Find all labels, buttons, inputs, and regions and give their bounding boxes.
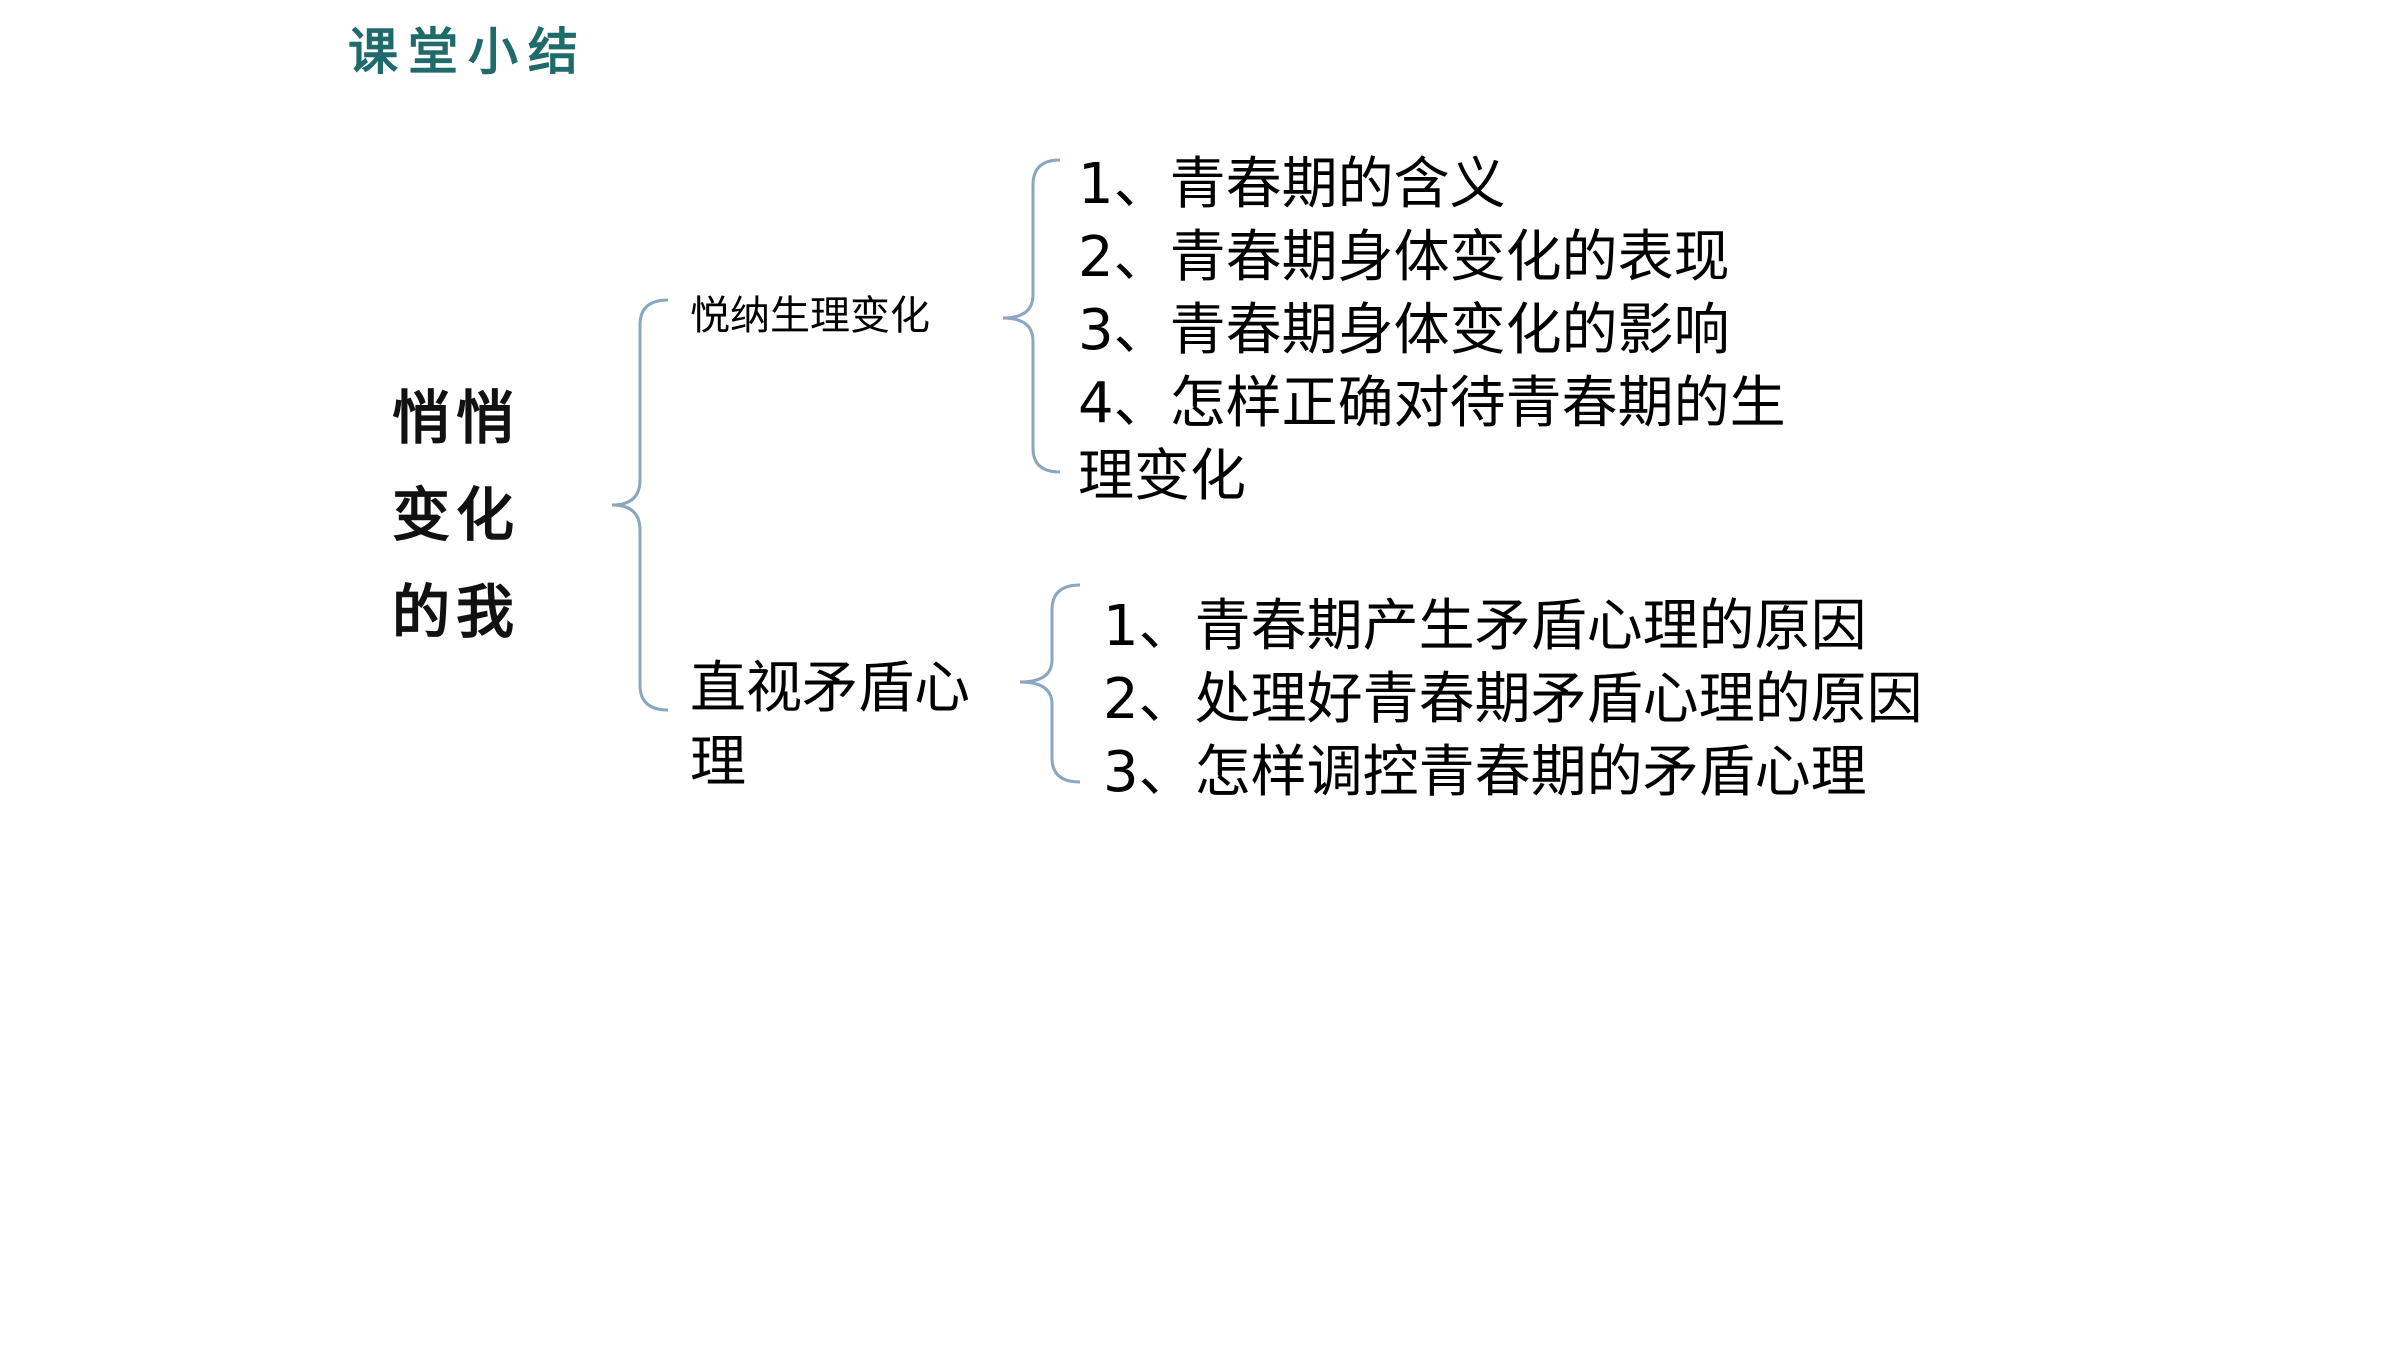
curly-brace-icon bbox=[1002, 158, 1061, 474]
list-item: 2、青春期身体变化的表现 bbox=[1078, 225, 1730, 290]
branch-label-physical: 悦纳生理变化 bbox=[690, 293, 930, 339]
curly-brace-icon bbox=[1019, 583, 1081, 784]
main-topic-line: 变化 bbox=[392, 481, 521, 549]
list-item: 2、处理好青春期矛盾心理的原因 bbox=[1103, 667, 1923, 732]
main-topic-line: 悄悄 bbox=[392, 384, 521, 452]
branch-items-physical: 1、青春期的含义 2、青春期身体变化的表现 3、青春期身体变化的影响 4、怎样正… bbox=[1078, 148, 1838, 513]
list-item: 3、怎样调控青春期的矛盾心理 bbox=[1103, 740, 1867, 805]
curly-brace-icon bbox=[611, 298, 669, 712]
section-title: 课堂小结 bbox=[348, 23, 588, 81]
branch-label-psychological: 直视矛盾心理 bbox=[690, 656, 970, 795]
list-item: 1、青春期的含义 bbox=[1078, 152, 1506, 217]
list-item: 1、青春期产生矛盾心理的原因 bbox=[1103, 594, 1867, 659]
main-topic: 悄悄 变化 的我 bbox=[392, 370, 572, 661]
list-item: 3、青春期身体变化的影响 bbox=[1078, 298, 1730, 363]
main-topic-line: 的我 bbox=[392, 578, 521, 646]
list-item: 4、怎样正确对待青春期的生理变化 bbox=[1078, 371, 1786, 509]
branch-items-psychological: 1、青春期产生矛盾心理的原因 2、处理好青春期矛盾心理的原因 3、怎样调控青春期… bbox=[1103, 590, 2103, 809]
